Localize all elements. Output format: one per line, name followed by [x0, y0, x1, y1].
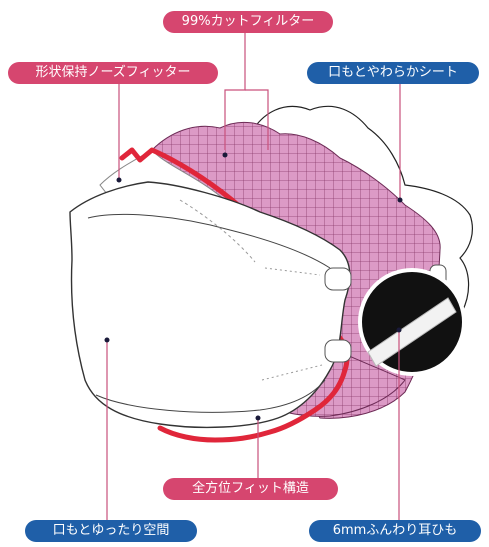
mask-front-panel	[69, 181, 351, 429]
ear-loop-band	[367, 297, 457, 367]
front-seam-lower	[95, 379, 326, 413]
ear-loop-anchor-bottom	[324, 339, 352, 363]
label-filter: 99%カットフィルター	[163, 11, 333, 33]
front-seam	[87, 213, 331, 269]
label-fit-structure: 全方位フィット構造	[163, 478, 338, 500]
leader-dots	[104, 152, 403, 421]
label-soft-sheet: 口もとやわらかシート	[307, 62, 479, 84]
label-mouth-space: 口もとゆったり空間	[25, 520, 197, 542]
label-ear-loop: 6mmふんわり耳ひも	[309, 520, 481, 542]
stitch-line-2	[261, 267, 323, 381]
ear-loop-anchor-top	[324, 267, 352, 291]
stitch-line	[179, 199, 256, 263]
label-nose-fitter: 形状保持ノーズフィッター	[8, 62, 218, 84]
